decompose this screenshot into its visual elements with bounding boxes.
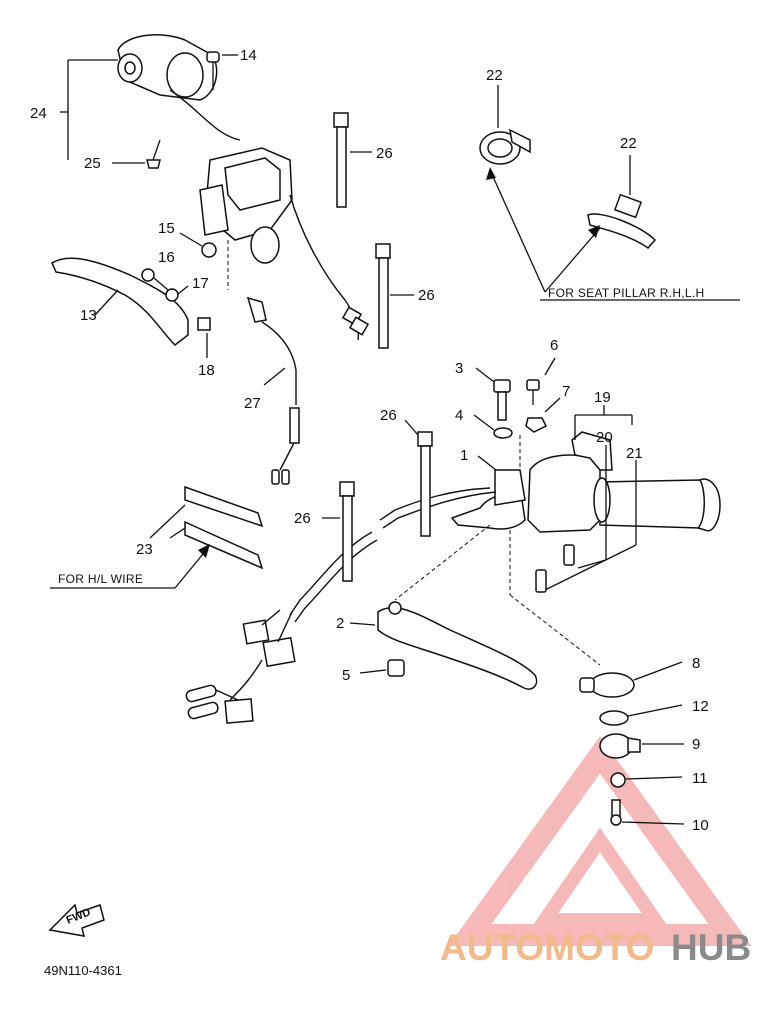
callout-1: 1 (460, 447, 468, 464)
throttle-assembly (527, 431, 721, 533)
bracket-24 (60, 59, 118, 160)
callout-23: 23 (136, 541, 153, 558)
callout-26-b: 26 (418, 287, 435, 304)
diagram-code: 49N110-4361 (44, 963, 122, 978)
bolt-3 (475, 367, 511, 421)
screw-16 (141, 268, 169, 291)
callout-15: 15 (158, 220, 175, 237)
cable-tie-26-center (404, 419, 433, 537)
clamp-22-right (587, 155, 657, 250)
holder-1 (450, 455, 526, 530)
screw-21 (535, 569, 547, 593)
screw-25 (112, 139, 161, 169)
holder-9 (599, 733, 684, 759)
callout-20: 20 (596, 429, 613, 446)
callout-3: 3 (455, 360, 463, 377)
callout-4: 4 (455, 407, 463, 424)
callout-22-a: 22 (486, 67, 503, 84)
cable-tie-26-upper (333, 112, 372, 208)
callout-8: 8 (692, 655, 700, 672)
callout-21: 21 (626, 445, 643, 462)
callout-7: 7 (562, 383, 570, 400)
cable-tie-26-lower (322, 481, 355, 582)
note-seat-pillar: FOR SEAT PILLAR R.H,L.H (548, 286, 705, 300)
callout-25: 25 (84, 155, 101, 172)
main-harness (185, 487, 497, 724)
screw-10 (610, 799, 685, 826)
callout-27: 27 (244, 395, 261, 412)
fwd-arrow-icon: FWD (48, 903, 105, 937)
screw-14 (206, 51, 238, 90)
spring-18 (197, 317, 211, 358)
nut-15 (179, 232, 217, 258)
switch-wire-27 (246, 296, 300, 485)
callout-10: 10 (692, 817, 709, 834)
washer-4 (473, 414, 513, 439)
left-switch-housing (117, 34, 241, 141)
callout-14: 14 (240, 47, 257, 64)
tie-band-23 (50, 485, 264, 589)
lever-bracket (199, 147, 293, 290)
callout-12: 12 (692, 698, 709, 715)
callout-11: 11 (692, 770, 708, 787)
brake-lever-2 (349, 601, 538, 690)
callout-labels: 24 25 14 26 15 16 17 13 18 27 22 22 26 3… (30, 47, 709, 834)
screw-17 (165, 285, 189, 302)
callout-26-d: 26 (294, 510, 311, 527)
knob-8 (579, 661, 683, 698)
callout-2: 2 (336, 615, 344, 632)
screw-20 (563, 544, 575, 566)
callout-18: 18 (198, 362, 215, 379)
plate-12 (599, 704, 683, 726)
cable-tie-26-mid (375, 243, 414, 349)
collar-5 (359, 659, 405, 677)
dashed-leaders (394, 435, 601, 666)
callout-13: 13 (80, 307, 97, 324)
nut-11 (610, 772, 683, 788)
watermark-text-secondary: HUB (671, 927, 751, 968)
watermark-logo (448, 736, 752, 946)
callout-5: 5 (342, 667, 350, 684)
note-hl-wire: FOR H/L WIRE (58, 572, 143, 586)
callout-9: 9 (692, 736, 700, 753)
callout-22-b: 22 (620, 135, 637, 152)
callout-16: 16 (158, 249, 175, 266)
callout-17: 17 (192, 275, 209, 292)
callout-19: 19 (594, 389, 611, 406)
screw-6 (526, 357, 556, 405)
switch-harness-wire (289, 194, 370, 341)
callout-26-c: 26 (380, 407, 397, 424)
clutch-lever-13 (51, 257, 189, 346)
clamp-22-left (479, 85, 531, 165)
callout-6: 6 (550, 337, 558, 354)
nut-7 (525, 397, 561, 433)
callout-24: 24 (30, 105, 47, 122)
seat-pillar-leader (486, 167, 740, 301)
bracket-19-20-21 (544, 405, 637, 591)
watermark-text-primary: AUTOMOTO (440, 927, 654, 968)
watermark-text: AUTOMOTO HUB (440, 927, 751, 968)
callout-26-a: 26 (376, 145, 393, 162)
